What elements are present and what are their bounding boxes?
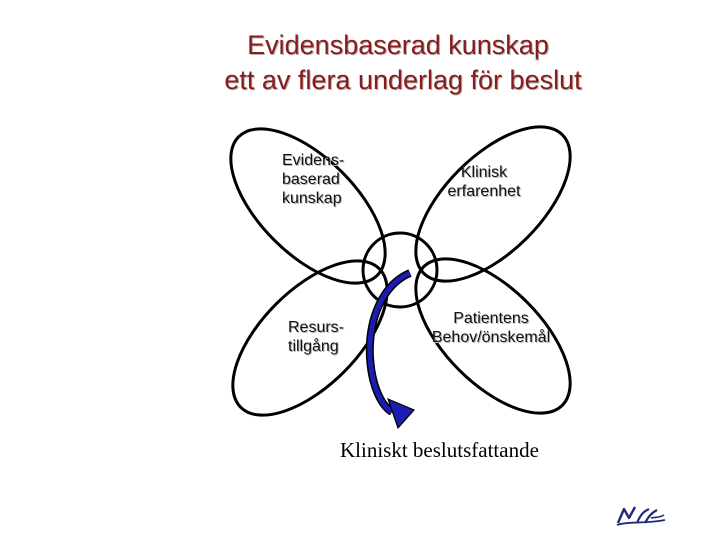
node-label-evidens-line1: Evidens- <box>282 152 345 169</box>
outcome-label: Kliniskt beslutsfattande <box>340 438 539 462</box>
center-circle <box>361 231 439 309</box>
node-label-resurs: Resurs- tillgång <box>288 318 344 356</box>
node-label-klinisk: Klinisk erfarenhet <box>440 163 528 201</box>
petal-patient <box>414 257 572 415</box>
node-label-resurs-line2: tillgång <box>288 338 339 355</box>
node-label-patient-line2: Behov/önskemål <box>431 329 551 346</box>
slide-title-line1: Evidensbaserad kunskap <box>247 30 549 60</box>
node-label-klinisk-line1: Klinisk <box>460 164 508 181</box>
decision-arrow-body <box>367 270 412 415</box>
node-label-patient: Patientens Behov/önskemål <box>418 309 564 347</box>
slide-title-line2: ett av flera underlag för beslut <box>224 65 582 95</box>
node-label-patient-line1: Patientens <box>453 310 529 327</box>
node-label-evidens-line2: baserad <box>282 171 340 188</box>
node-label-klinisk-line2: erfarenhet <box>447 183 521 200</box>
decision-arrowhead <box>386 397 416 430</box>
petal-klinisk <box>414 125 572 283</box>
petal-evidens <box>229 127 387 285</box>
node-label-resurs-line1: Resurs- <box>288 319 345 336</box>
petal-resurs <box>231 259 389 417</box>
node-label-evidens: Evidens- baserad kunskap <box>282 151 344 208</box>
node-label-evidens-line3: kunskap <box>282 190 342 207</box>
nll-logo-icon <box>615 503 667 527</box>
